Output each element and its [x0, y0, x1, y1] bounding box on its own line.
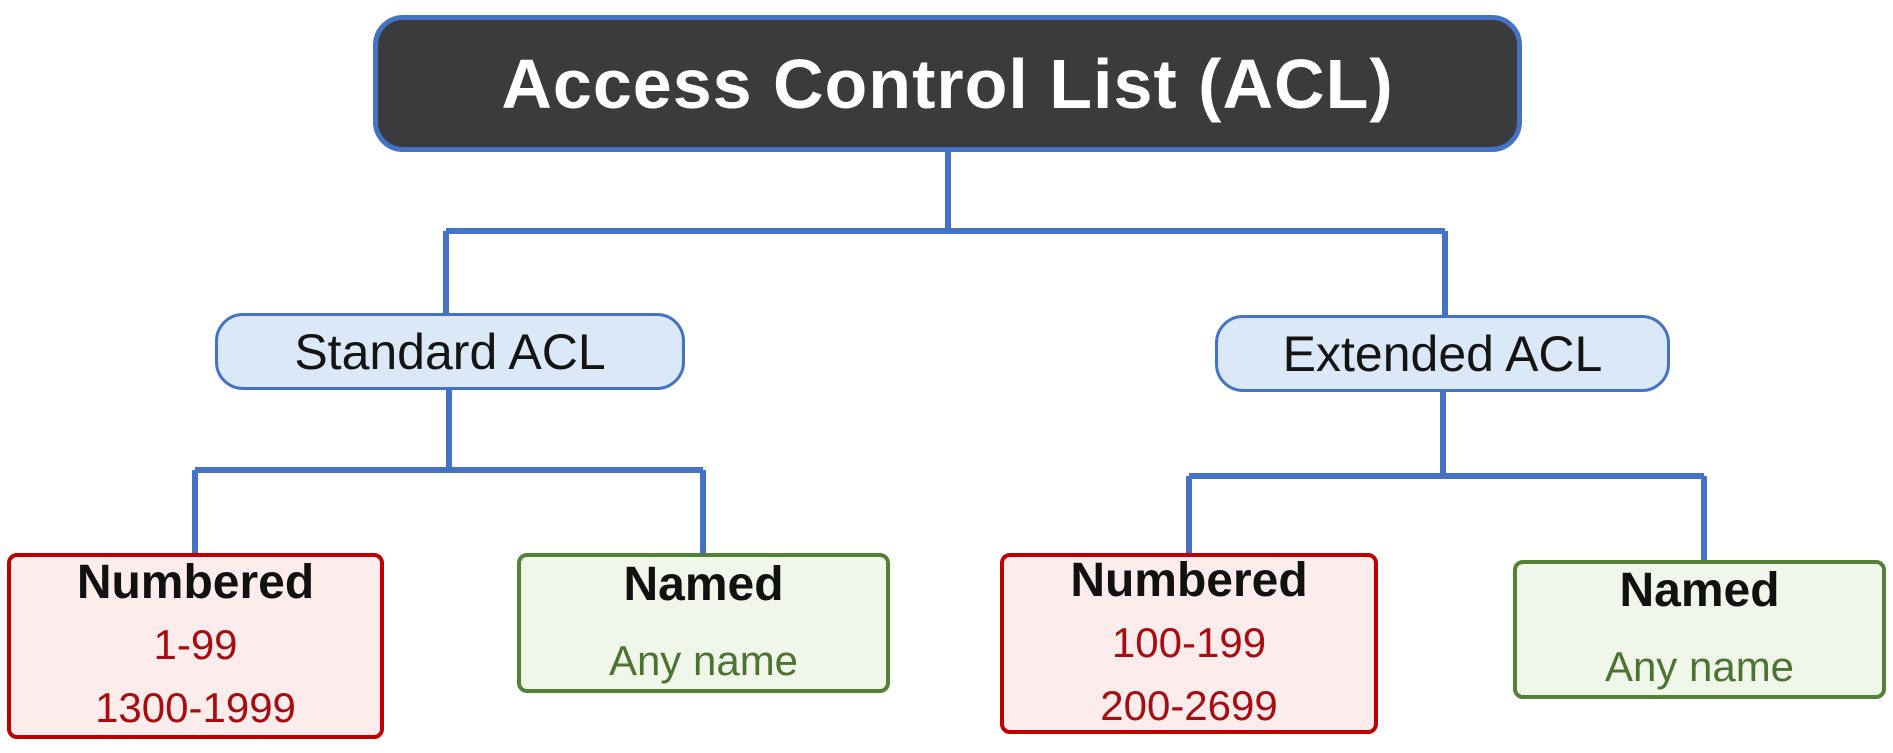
- connector-standard-to-leaves: [192, 388, 706, 556]
- node-standard-acl: Standard ACL: [215, 313, 685, 390]
- leaf-title: Numbered: [76, 556, 315, 609]
- node-extended-named: Named Any name: [1513, 560, 1886, 699]
- connector-extended-to-leaves: [1186, 390, 1707, 563]
- leaf-range: 1300-1999: [95, 684, 296, 731]
- leaf-title: Numbered: [1070, 553, 1308, 607]
- node-standard-numbered: Numbered 1-99 1300-1999: [7, 553, 384, 739]
- leaf-range: 1-99: [153, 621, 238, 668]
- leaf-range: 200-2699: [1100, 681, 1278, 729]
- leaf-title: Named: [1619, 564, 1780, 617]
- leaf-note: Any name: [608, 636, 799, 684]
- node-standard-named: Named Any name: [517, 553, 890, 693]
- node-acl-root: Access Control List (ACL): [373, 15, 1522, 152]
- node-extended-acl: Extended ACL: [1215, 315, 1670, 392]
- leaf-note: Any name: [1604, 643, 1795, 690]
- leaf-title: Named: [623, 557, 784, 611]
- leaf-range: 100-199: [1111, 618, 1267, 666]
- node-extended-numbered: Numbered 100-199 200-2699: [1000, 553, 1378, 734]
- connector-root-to-branches: [443, 152, 1448, 318]
